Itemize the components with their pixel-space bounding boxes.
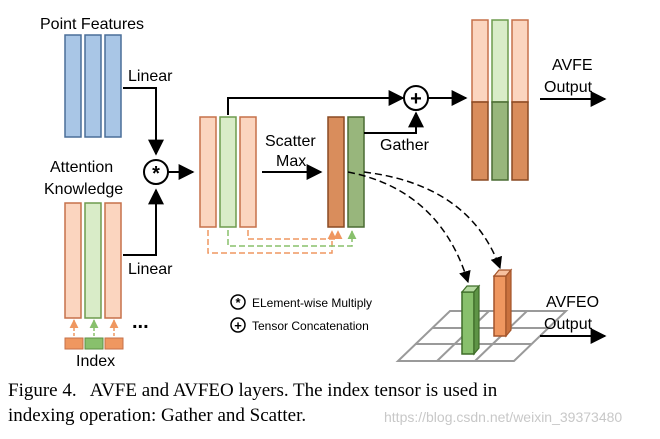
point-features-label: Point Features [40, 16, 144, 33]
index-arrows [69, 319, 119, 336]
caption-line-2: indexing operation: Gather and Scatter. [8, 405, 307, 426]
watermark: https://blog.csdn.net/weixin_39373480 [384, 409, 623, 425]
linear-top-label: Linear [128, 68, 173, 85]
diagram-canvas: Point Features Linear Attention Knowledg… [40, 16, 607, 370]
linear-top-arrow [123, 87, 164, 156]
scatter-to-grid-curve-1 [347, 171, 471, 284]
attention-knowledge-tensor [64, 202, 122, 319]
index-tensor [64, 337, 124, 350]
avfe-output-label-2: Output [544, 79, 593, 96]
avfe-output-tensor [471, 19, 529, 181]
knowledge-label: Knowledge [44, 181, 123, 198]
concat-node: + [403, 85, 429, 111]
gather-label: Gather [380, 137, 430, 154]
avfeo-output-label-1: AVFEO [546, 294, 599, 311]
voxel-bar-green [460, 284, 481, 356]
svg-text:*: * [235, 295, 241, 310]
avfe-output-label-1: AVFE [552, 57, 593, 74]
attention-label: Attention [50, 159, 113, 176]
index-dashed-lines [207, 230, 357, 254]
multiply-node: * [143, 159, 169, 185]
svg-text:+: + [234, 318, 242, 333]
legend: * ELement-wise Multiply + Tensor Concate… [230, 294, 372, 333]
avfeo-output-label-2: Output [544, 316, 593, 333]
svg-text:*: * [152, 163, 160, 185]
linear-bottom-arrow [123, 188, 164, 256]
scatter-label: Scatter [265, 133, 316, 150]
legend-multiply-label: ELement-wise Multiply [252, 296, 372, 310]
linear-bottom-label: Linear [128, 261, 173, 278]
legend-concat-icon: + [230, 317, 246, 333]
max-label: Max [276, 153, 306, 170]
voxel-bar-orange [492, 268, 513, 338]
concat-tensor [199, 116, 257, 228]
scatter-to-grid-curve-2 [363, 171, 502, 270]
gather-arrow [364, 111, 424, 134]
index-label: Index [76, 353, 115, 370]
legend-multiply-icon: * [230, 294, 246, 310]
caption-line-1: Figure 4. AVFE and AVFEO layers. The ind… [8, 380, 498, 401]
svg-text:+: + [410, 88, 422, 110]
legend-concat-label: Tensor Concatenation [252, 319, 369, 333]
point-features-tensor [64, 34, 122, 138]
scatter-max-tensor [327, 116, 365, 228]
ellipsis: ... [132, 311, 149, 333]
skip-connection-arrow [227, 90, 405, 115]
figure-caption: Figure 4. AVFE and AVFEO layers. The ind… [8, 378, 658, 428]
